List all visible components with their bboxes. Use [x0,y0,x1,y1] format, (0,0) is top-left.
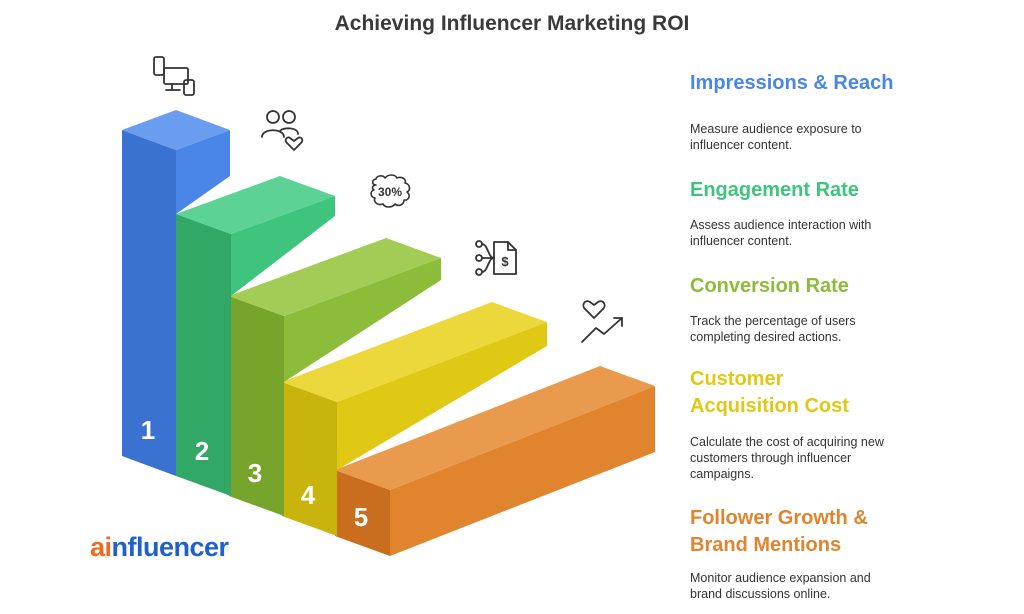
step-4-heading: Customer Acquisition Cost [690,368,849,417]
step-4-block [282,302,547,536]
step-1-description: Measure audience exposure to influencer … [690,122,862,152]
users-heart-icon [261,110,304,151]
step-5-heading: Follower Growth & Brand Mentions [690,507,868,556]
logo-part-ai: ai [90,532,112,562]
cost-document-icon: $ [475,240,517,276]
step-number-3: 3 [247,458,263,488]
step-number-4: 4 [300,480,316,510]
percent-text: 30% [378,185,402,199]
step-2-heading: Engagement Rate [690,179,859,201]
logo-part-rest: nfluencer [111,532,230,562]
devices-icon [153,56,195,96]
heart-trend-icon [581,300,623,343]
step-2-block [176,176,335,496]
ainfluencer-logo: ainfluencer [90,532,229,563]
step-3-block [229,238,441,516]
step-1-heading: Impressions & Reach [690,72,894,94]
svg-text:$: $ [501,254,509,269]
step-number-1: 1 [140,415,156,445]
percent-badge-icon: 30% [370,174,411,208]
step-number-2: 2 [194,436,210,466]
step-1-block [122,110,230,476]
step-2-description: Assess audience interaction with influen… [690,218,872,248]
step-5-description: Monitor audience expansion and brand dis… [690,571,871,601]
step-3-description: Track the percentage of users completing… [690,314,856,344]
diagram-title: Achieving Influencer Marketing ROI [334,12,690,35]
step-3-heading: Conversion Rate [690,275,849,297]
step-4-description: Calculate the cost of acquiring new cust… [690,435,884,481]
step-5-block [335,366,655,556]
step-number-5: 5 [353,502,369,532]
